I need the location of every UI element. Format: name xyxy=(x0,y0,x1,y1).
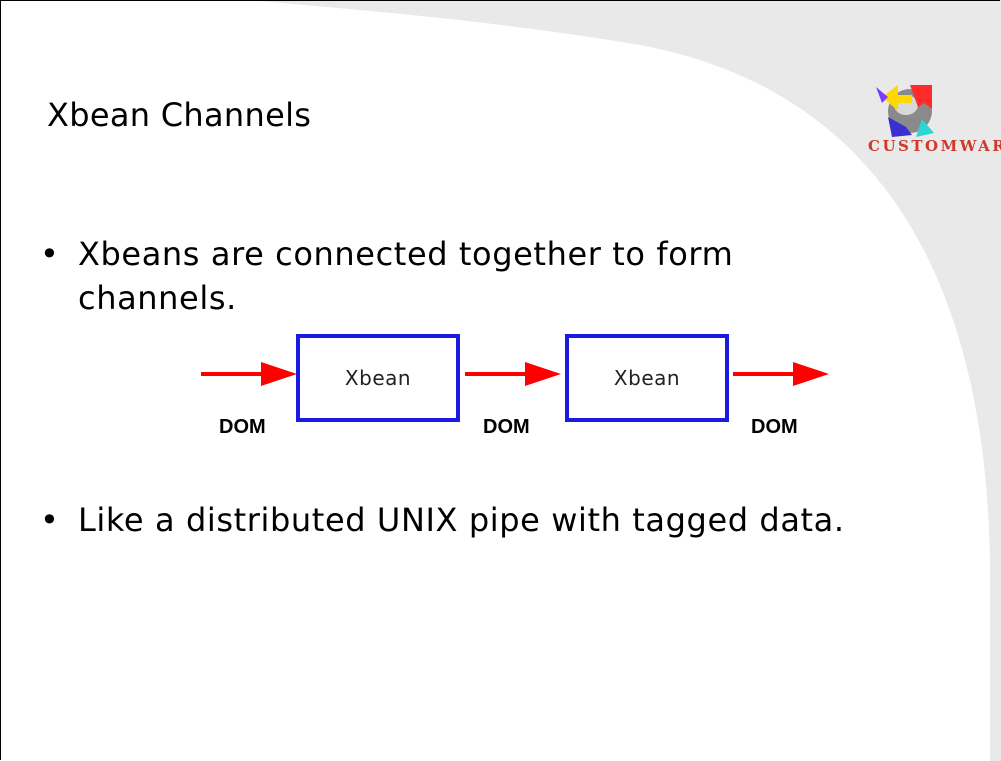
customware-logo-icon xyxy=(876,85,934,137)
bullet-text: Xbeans are connected together to form ch… xyxy=(78,235,734,317)
bullet-marker: • xyxy=(40,501,60,539)
xbean-node: Xbean xyxy=(565,334,729,422)
bullet-text: Like a distributed UNIX pipe with tagged… xyxy=(78,501,845,539)
arrow-icon xyxy=(465,362,561,386)
logo-text: CUSTOMWARE xyxy=(868,137,1001,155)
bullet-marker: • xyxy=(40,235,60,273)
channel-diagram: Xbean Xbean DOM DOM DOM xyxy=(195,327,845,447)
arrow-icon xyxy=(733,362,829,386)
dom-label: DOM xyxy=(483,416,530,438)
dom-label: DOM xyxy=(751,416,798,438)
dom-label: DOM xyxy=(219,416,266,438)
slide-title: Xbean Channels xyxy=(47,96,312,134)
xbean-node: Xbean xyxy=(296,334,460,422)
arrow-icon xyxy=(201,362,297,386)
